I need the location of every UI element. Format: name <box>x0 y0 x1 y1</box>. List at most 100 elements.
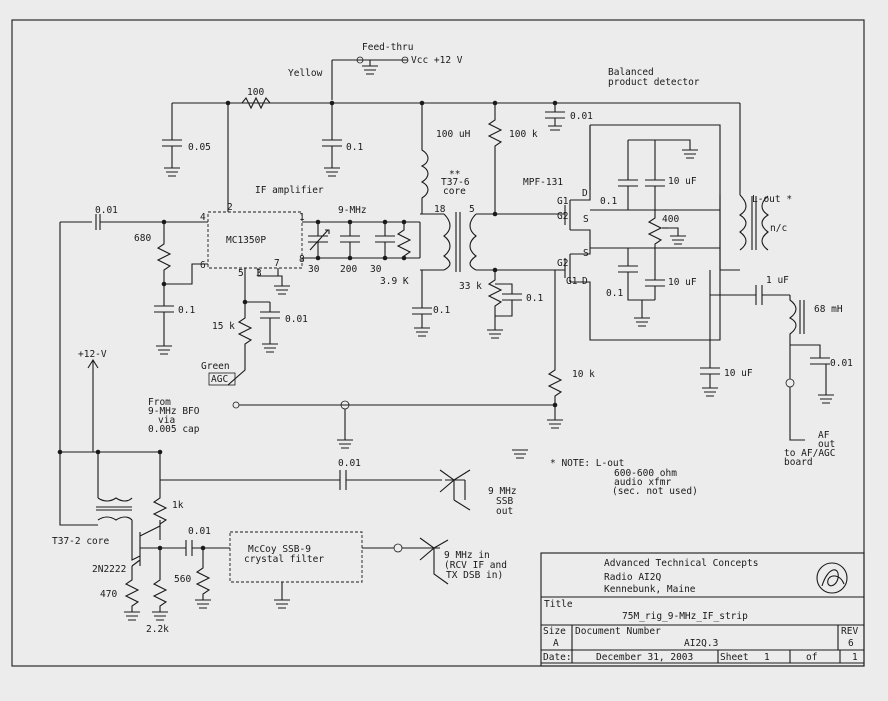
label-c10uc: 10 uF <box>724 368 753 379</box>
label-mpf131: MPF-131 <box>523 177 563 188</box>
label-ssb-9mhz: 9 MHz <box>488 486 517 497</box>
tb-of-label: of <box>806 652 817 663</box>
label-ic: MC1350P <box>226 235 266 246</box>
label-c01d: 0.1 <box>526 293 543 304</box>
label-r100k: 100 k <box>509 129 538 140</box>
label-c30b: 30 <box>370 264 382 275</box>
label-t37-6-star: ** <box>449 169 460 180</box>
label-note2: 600-600 ohm <box>614 468 677 479</box>
label-in2: (RCV IF and <box>444 560 507 571</box>
label-c01c: 0.1 <box>178 305 195 316</box>
label-2n2222: 2N2222 <box>92 564 126 575</box>
label-t37-6: T37-6 <box>441 177 470 188</box>
label-9mhz: 9-MHz <box>338 205 367 216</box>
label-g2b: G2 <box>557 258 568 269</box>
label-nc: n/c <box>770 223 787 234</box>
schematic-labels: Feed-thru Vcc +12 V Yellow Balanced prod… <box>52 42 853 635</box>
label-c001top: 0.01 <box>570 111 593 122</box>
tb-rev-label: REV <box>841 626 858 637</box>
label-r39k: 3.9 K <box>380 276 409 287</box>
label-pin7: 7 <box>274 258 280 269</box>
tb-title-label: Title <box>544 599 573 610</box>
label-pin6: 6 <box>200 260 206 271</box>
label-plus12v: +12-V <box>78 349 107 360</box>
label-r10k: 10 k <box>572 369 595 380</box>
label-c10ua: 10 uF <box>668 176 697 187</box>
label-from: From <box>148 397 171 408</box>
label-bfo-cap: 0.005 cap <box>148 424 200 435</box>
label-r100: 100 <box>247 87 264 98</box>
tb-title: 75M_rig_9-MHz_IF_strip <box>622 611 748 622</box>
label-r33k: 33 k <box>459 281 482 292</box>
label-in3: TX DSB in) <box>446 570 503 581</box>
label-yellow: Yellow <box>288 68 323 79</box>
ssb-output-section <box>57 358 471 621</box>
label-ssb: SSB <box>496 496 513 507</box>
label-c001c: 0.01 <box>830 358 853 369</box>
tb-company: Advanced Technical Concepts <box>604 558 758 569</box>
label-r1k: 1k <box>172 500 184 511</box>
label-af-to: to AF/AGC <box>784 448 835 459</box>
tb-of: 1 <box>852 652 858 663</box>
label-ssb-out: out <box>496 506 513 517</box>
label-tp5: 5 <box>469 204 475 215</box>
label-in1: 9 MHz in <box>444 550 490 561</box>
label-t37-6-core: core <box>443 186 466 197</box>
tb-sheet: 1 <box>764 652 770 663</box>
tb-docnum-label: Document Number <box>575 626 661 637</box>
label-c10ub: 10 uF <box>668 277 697 288</box>
company-logo <box>816 562 848 594</box>
label-bfo: 9-MHz BFO <box>148 406 200 417</box>
label-filter2: crystal filter <box>244 554 324 565</box>
label-lout: L-out * <box>752 194 792 205</box>
tb-size-label: Size <box>543 626 566 637</box>
title-block: Advanced Technical Concepts Radio AI2Q K… <box>540 552 865 667</box>
label-via: via <box>158 415 175 426</box>
label-note3: audio xfmr <box>614 477 671 488</box>
label-pin5: 5 <box>238 268 244 279</box>
label-r680: 680 <box>134 233 151 244</box>
label-r22k: 2.2k <box>146 624 169 635</box>
label-g1b: G1 <box>566 276 578 287</box>
tb-rev: 6 <box>848 638 854 649</box>
tb-location: Kennebunk, Maine <box>604 584 696 595</box>
label-c005: 0.05 <box>188 142 211 153</box>
label-r15k: 15 k <box>212 321 235 332</box>
label-pin3: 3 <box>256 268 262 279</box>
label-c001b: 0.01 <box>285 314 308 325</box>
tb-date-label: Date: <box>543 652 572 663</box>
tb-sheet-label: Sheet <box>720 652 749 663</box>
label-c01e: 0.1 <box>600 196 617 207</box>
label-db: D <box>582 276 588 287</box>
label-c01f: 0.1 <box>606 288 623 299</box>
label-agc: AGC <box>211 374 228 385</box>
label-af-board: board <box>784 457 813 468</box>
label-c1u: 1 uF <box>766 275 789 286</box>
label-c200: 200 <box>340 264 357 275</box>
supply-section <box>162 56 741 195</box>
label-g1a: G1 <box>557 196 569 207</box>
tb-station: Radio AI2Q <box>604 572 661 583</box>
label-c01a: 0.1 <box>346 142 363 153</box>
label-pin4: 4 <box>200 212 206 223</box>
label-pin8: 8 <box>299 254 305 265</box>
tb-date: December 31, 2003 <box>596 652 693 663</box>
agc-tag <box>208 372 236 386</box>
label-c001in: 0.01 <box>95 205 118 216</box>
label-r560: 560 <box>174 574 191 585</box>
product-detector-section <box>547 124 834 441</box>
label-product-detector: product detector <box>608 77 700 88</box>
label-r400: 400 <box>662 214 679 225</box>
label-c001d: 0.01 <box>338 458 361 469</box>
label-sa: S <box>583 214 589 225</box>
label-green: Green <box>201 361 230 372</box>
label-l68: 68 mH <box>814 304 843 315</box>
label-c30a: 30 <box>308 264 320 275</box>
label-t37-2: T37-2 core <box>52 536 109 547</box>
label-af: AF <box>818 430 830 441</box>
sheet-border <box>11 19 865 667</box>
if-amplifier-section <box>59 103 555 526</box>
label-filter1: McCoy SSB-9 <box>248 544 311 555</box>
